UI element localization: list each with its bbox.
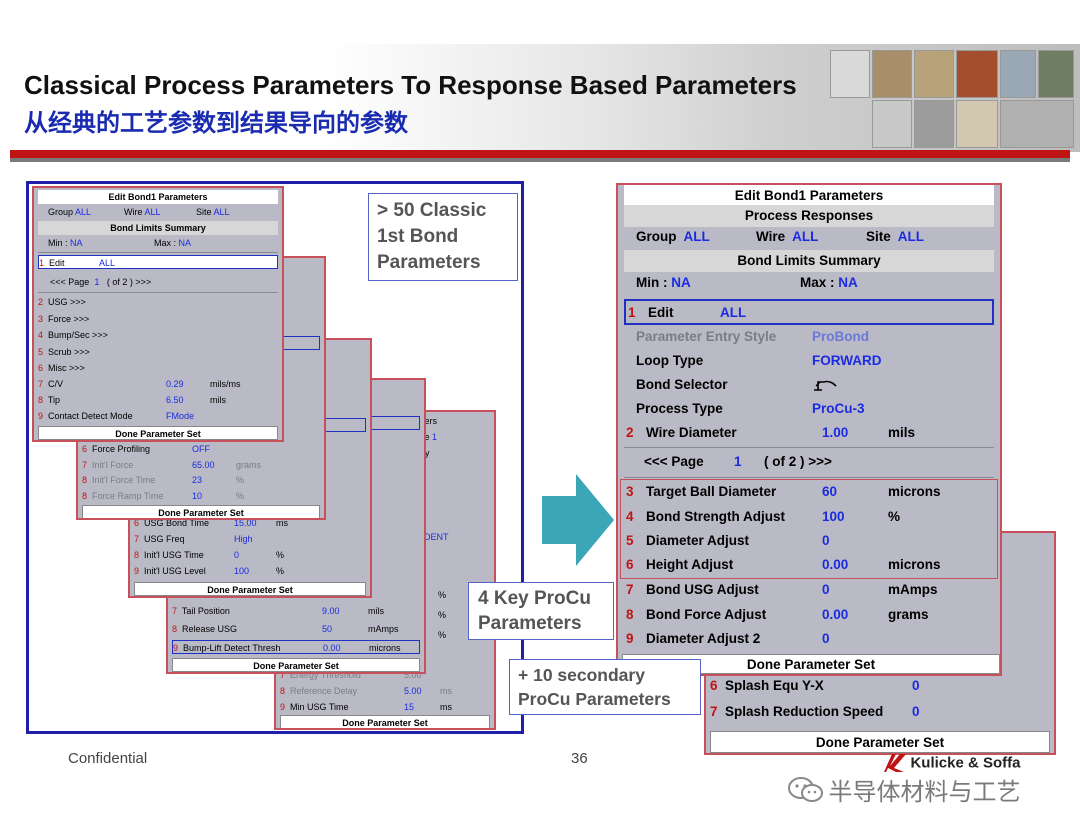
dialog-subtitle: Process Responses: [624, 205, 994, 227]
done-parameter-set-button[interactable]: Done Parameter Set: [280, 715, 490, 728]
frag-te-value: 1: [432, 432, 438, 442]
edit-selector[interactable]: 1 Edit ALL: [38, 255, 278, 269]
done-parameter-set-button[interactable]: Done Parameter Set: [710, 731, 1050, 753]
menu-item-scrub[interactable]: 5 Scrub >>>: [38, 347, 90, 357]
selected-row-outline: [282, 336, 320, 350]
header-banner: [0, 44, 1080, 152]
footer-confidential: Confidential: [68, 750, 148, 767]
done-parameter-set-button[interactable]: Done Parameter Set: [622, 654, 1000, 674]
frag-dent: DENT: [424, 532, 449, 542]
callout-key-procu: 4 Key ProCu Parameters: [468, 582, 614, 640]
kns-brand: Kulicke & Soffa: [884, 754, 1020, 776]
header-rule: [10, 150, 1070, 158]
slide-title-cn: 从经典的工艺参数到结果导向的参数: [24, 110, 408, 137]
dialog-title: Edit Bond1 Parameters: [624, 185, 994, 207]
frag-ters: ters: [422, 416, 438, 426]
site-value[interactable]: ALL: [897, 229, 925, 244]
frag-ry: ry: [422, 446, 490, 460]
group-value[interactable]: ALL: [683, 229, 710, 244]
limits-summary-title: Bond Limits Summary: [624, 250, 994, 272]
pct-2: %: [438, 610, 447, 620]
dialog-bond1-procu: Edit Bond1 Parameters Process Responses …: [616, 183, 1002, 676]
pct-3: %: [438, 630, 447, 640]
key-params-group: [620, 479, 998, 579]
dialog-title: Edit Bond1 Parameters: [38, 190, 278, 204]
pager[interactable]: <<< Page 1 ( of 2 ) >>>: [50, 277, 152, 287]
watermark: 半导体材料与工艺: [788, 772, 1020, 807]
group-value[interactable]: ALL: [75, 207, 92, 217]
bond-selector-icon: [814, 380, 837, 391]
kns-logo-icon: [884, 754, 906, 772]
menu-item-usg[interactable]: 2 USG >>>: [38, 297, 86, 307]
dialog-bond1-classic: Edit Bond1 Parameters Group ALL Wire ALL…: [32, 186, 284, 442]
slide-title-en: Classical Process Parameters To Response…: [24, 70, 797, 100]
header-rule-shadow: [10, 158, 1070, 162]
page-number: 36: [571, 750, 588, 767]
wechat-icon: [788, 776, 823, 802]
callout-secondary-procu: + 10 secondary ProCu Parameters: [509, 659, 701, 715]
pct-1: %: [438, 590, 447, 600]
limits-summary-title: Bond Limits Summary: [38, 221, 278, 235]
edit-selector[interactable]: 1 Edit ALL: [624, 299, 994, 325]
bond-selector-row[interactable]: Bond Selector: [624, 374, 994, 396]
done-parameter-set-button[interactable]: Done Parameter Set: [38, 426, 278, 440]
menu-item-bump[interactable]: 4 Bump/Sec >>>: [38, 330, 108, 340]
done-parameter-set-button[interactable]: Done Parameter Set: [82, 505, 320, 518]
pager[interactable]: <<< Page 1 ( of 2 ) >>>: [644, 454, 832, 469]
flow-arrow-icon: [542, 474, 614, 566]
done-parameter-set-button[interactable]: Done Parameter Set: [172, 658, 420, 672]
wire-diameter-row[interactable]: 2 Wire Diameter 1.00 mils: [626, 425, 916, 440]
wire-value[interactable]: ALL: [792, 229, 819, 244]
menu-item-force[interactable]: 3 Force >>>: [38, 314, 90, 324]
callout-classic-parameters: > 50 Classic 1st Bond Parameters: [368, 193, 518, 281]
done-parameter-set-button[interactable]: Done Parameter Set: [134, 582, 366, 596]
menu-item-misc[interactable]: 6 Misc >>>: [38, 363, 85, 373]
